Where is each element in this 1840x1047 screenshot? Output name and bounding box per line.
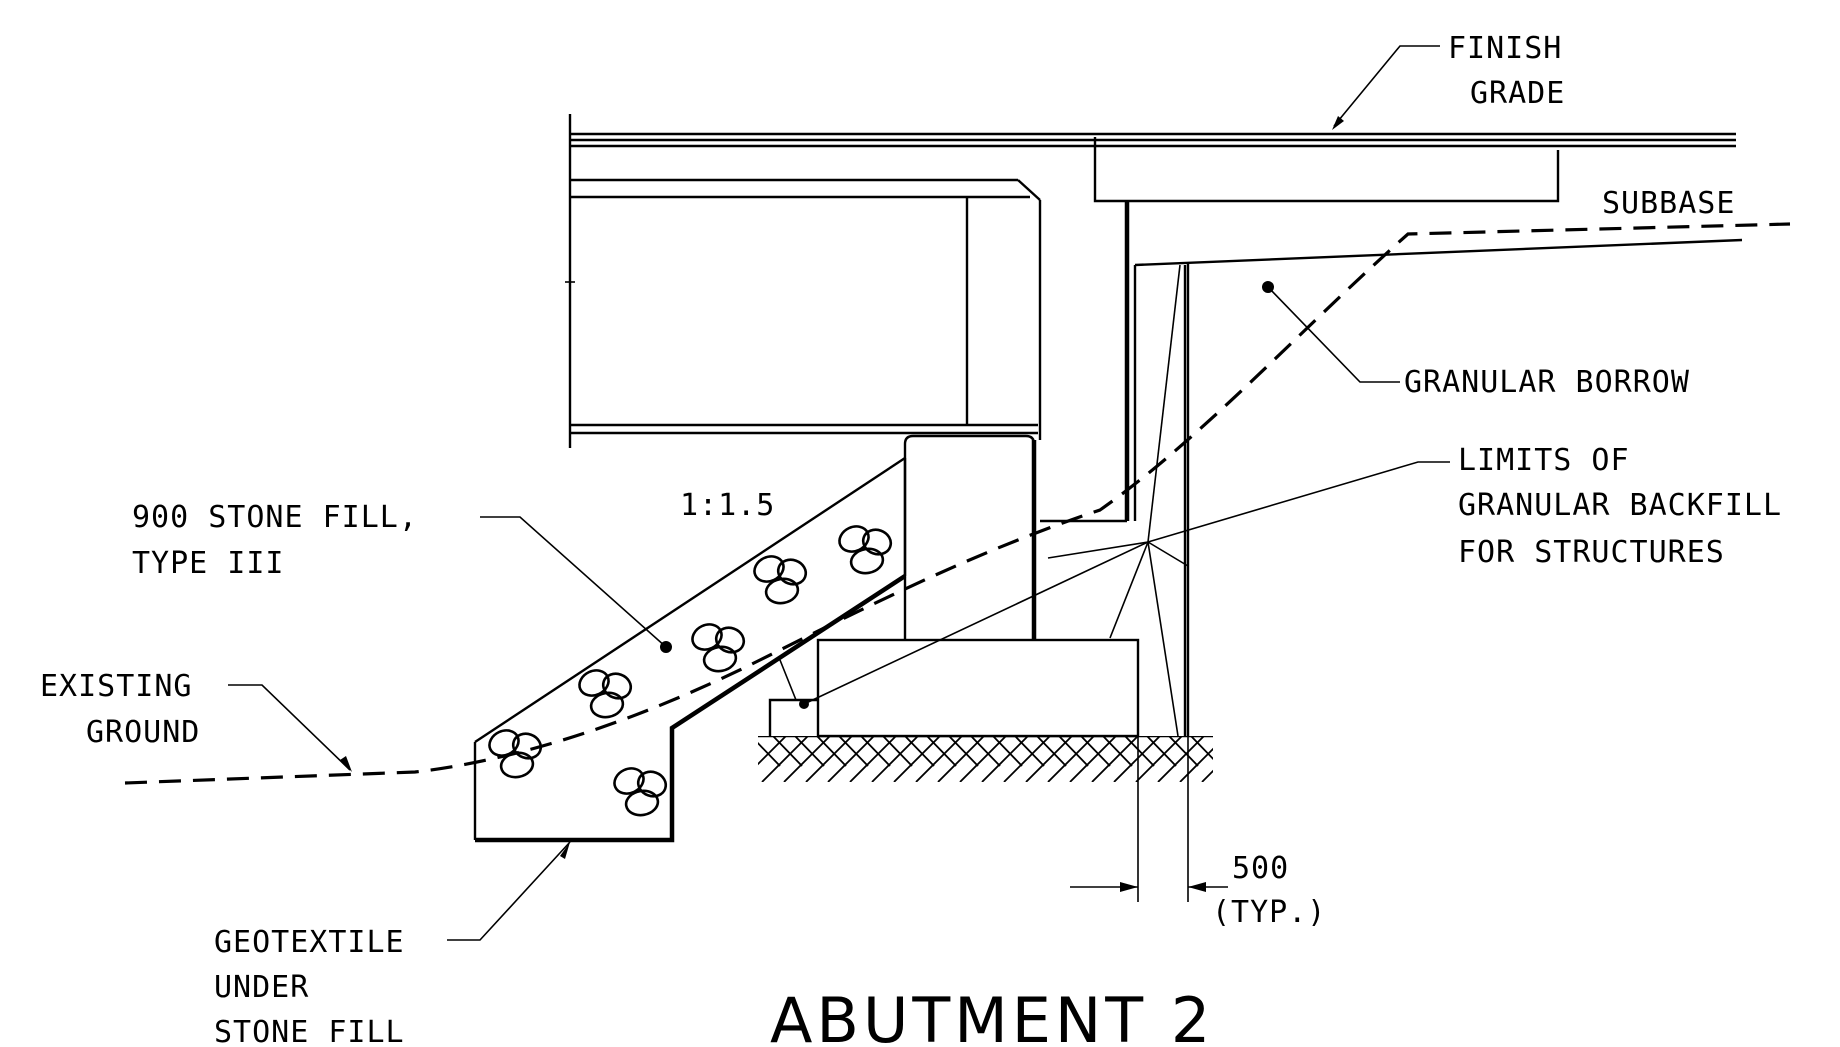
label-geotextile-2: UNDER	[214, 970, 309, 1005]
label-finish-grade-2: GRADE	[1470, 76, 1565, 111]
label-stone-fill-1: 900 STONE FILL,	[132, 500, 418, 535]
label-geotextile-1: GEOTEXTILE	[214, 925, 405, 960]
label-granular-borrow: GRANULAR BORROW	[1404, 365, 1690, 400]
approach-slab	[1093, 137, 1560, 203]
dimension-500	[1070, 736, 1228, 902]
label-subbase: SUBBASE	[1602, 186, 1735, 221]
label-slope: 1:1.5	[680, 488, 775, 523]
label-dimension-note: (TYP.)	[1212, 895, 1326, 930]
label-existing-2: GROUND	[86, 715, 200, 750]
drawing-title: ABUTMENT 2	[770, 984, 1214, 1047]
label-existing-1: EXISTING	[40, 669, 193, 704]
label-limits-1: LIMITS OF	[1458, 443, 1630, 478]
abutment-backwall	[1040, 201, 1187, 736]
label-finish-grade-1: FINISH	[1448, 31, 1562, 66]
label-geotextile-3: STONE FILL	[214, 1015, 405, 1047]
stone-fill	[473, 456, 907, 843]
bridge-deck	[568, 114, 1736, 448]
leader-lines	[228, 45, 1450, 941]
abutment-stem	[903, 434, 1037, 640]
label-dimension-value: 500	[1232, 851, 1289, 886]
label-stone-fill-2: TYPE III	[132, 546, 285, 581]
granular-backfill-limit	[1134, 238, 1743, 736]
ground-hatching	[758, 736, 1213, 782]
annotations: FINISH GRADE SUBBASE GRANULAR BORROW LIM…	[40, 31, 1782, 1047]
label-limits-2: GRANULAR BACKFILL	[1458, 488, 1782, 523]
label-limits-3: FOR STRUCTURES	[1458, 535, 1725, 570]
abutment-footing	[768, 638, 1140, 738]
existing-ground-line	[124, 222, 1791, 785]
girder	[565, 178, 1042, 440]
